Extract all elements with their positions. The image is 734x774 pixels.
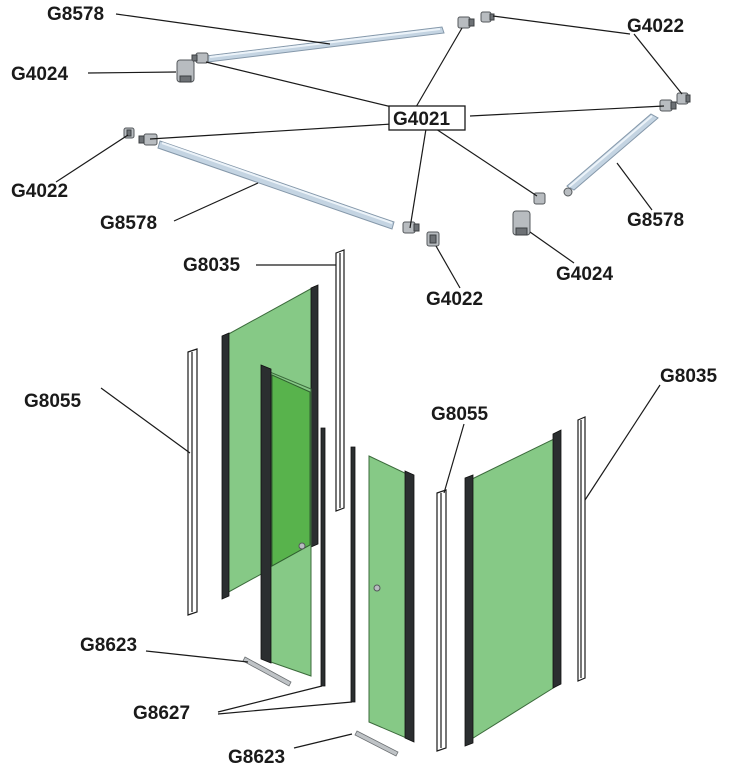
coupler-top-right — [457, 16, 475, 29]
label-g4021-box — [388, 105, 466, 131]
rod-top — [205, 26, 445, 63]
label-g8035-left: G8035 — [183, 255, 240, 276]
label-g8035-right: G8035 — [660, 366, 717, 387]
coupler-top-left — [191, 52, 209, 64]
seal-strip-mid — [350, 446, 356, 703]
drip-strip-left — [242, 656, 292, 687]
label-g4021: G4021 — [393, 109, 450, 130]
door-left — [260, 364, 312, 677]
leader-lines — [55, 13, 683, 749]
coupler-right-top — [659, 99, 677, 112]
rod-assembly — [123, 11, 691, 247]
fixed-panel-right — [464, 429, 562, 747]
label-g4024-left: G4024 — [11, 64, 68, 85]
label-g4022-left: G4022 — [11, 181, 68, 202]
label-g4024-right: G4024 — [556, 264, 613, 285]
label-g4022-bottom: G4022 — [426, 289, 483, 310]
label-g8055-mid: G8055 — [431, 404, 488, 425]
label-g8578-right: G8578 — [627, 210, 684, 231]
label-g8055-left: G8055 — [24, 391, 81, 412]
label-g8578-left: G8578 — [100, 213, 157, 234]
drip-strip-bottom — [354, 730, 399, 757]
door-right — [368, 455, 415, 743]
rod-right — [566, 113, 659, 191]
bracket-bottom — [426, 231, 440, 247]
coupler-left — [138, 133, 158, 146]
label-g8623-bottom: G8623 — [228, 747, 285, 768]
label-g8578-top: G8578 — [47, 4, 104, 25]
label-g8623-left: G8623 — [80, 635, 137, 656]
label-g4022-top-right: G4022 — [627, 16, 684, 37]
wall-profile-g8035-right — [577, 416, 586, 682]
coupler-mid — [402, 221, 420, 234]
clamp-left — [176, 59, 195, 83]
coupler-right-bottom — [533, 187, 573, 205]
wall-profile-g8035-left — [335, 249, 345, 512]
bracket-top-right — [480, 11, 495, 23]
bracket-far-right — [676, 92, 691, 105]
seal-strip-left — [320, 427, 326, 687]
clamp-right — [512, 210, 531, 236]
label-g8627: G8627 — [133, 703, 190, 724]
bracket-left — [123, 127, 135, 139]
wall-profile-g8055-mid — [436, 489, 447, 752]
wall-profile-g8055-left — [187, 348, 198, 616]
rod-left — [157, 140, 395, 230]
